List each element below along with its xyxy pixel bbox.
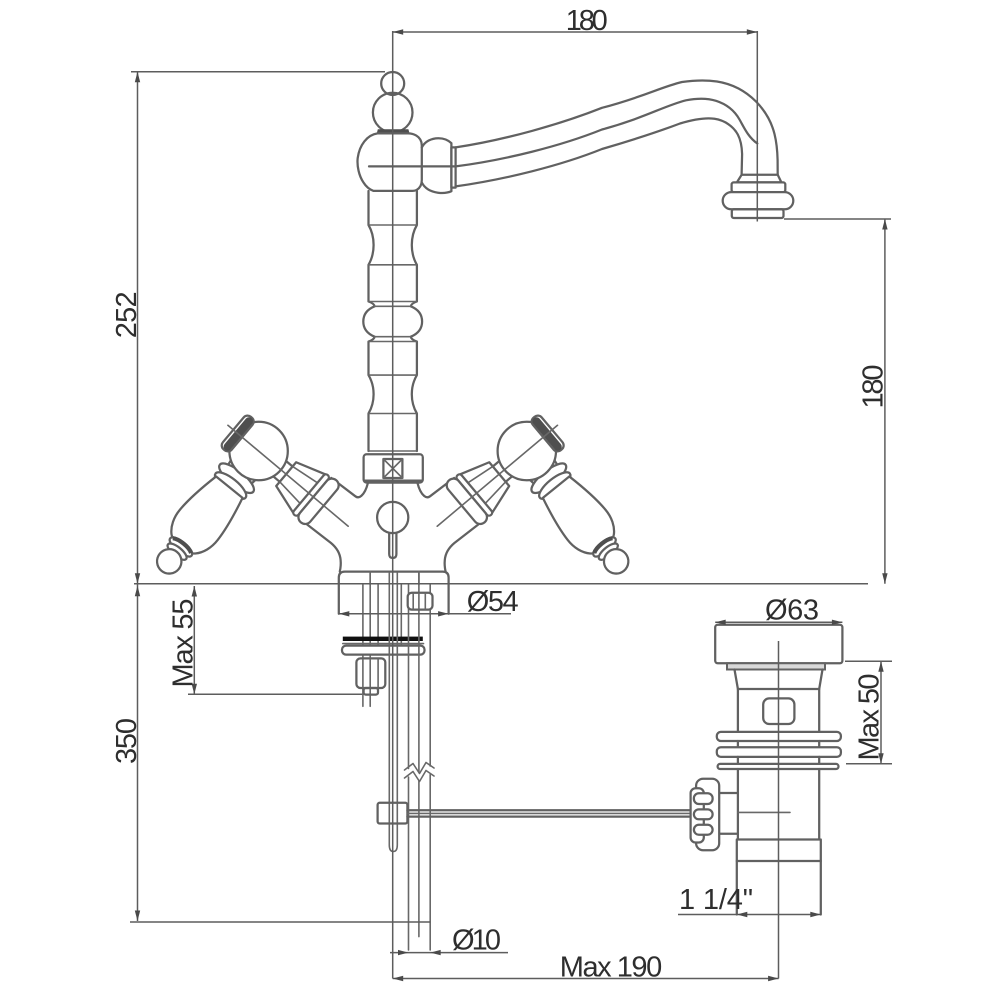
svg-text:Ø63: Ø63: [765, 595, 819, 627]
svg-text:Ø54: Ø54: [467, 586, 519, 618]
svg-text:Max 55: Max 55: [167, 599, 199, 688]
svg-text:180: 180: [858, 365, 890, 409]
svg-text:Max 50: Max 50: [854, 674, 886, 761]
svg-text:350: 350: [111, 718, 143, 764]
svg-text:Max 190: Max 190: [560, 951, 663, 983]
svg-text:180: 180: [566, 5, 608, 37]
svg-text:1 1/4": 1 1/4": [679, 884, 753, 916]
svg-text:252: 252: [111, 291, 143, 338]
svg-text:Ø10: Ø10: [452, 925, 501, 957]
